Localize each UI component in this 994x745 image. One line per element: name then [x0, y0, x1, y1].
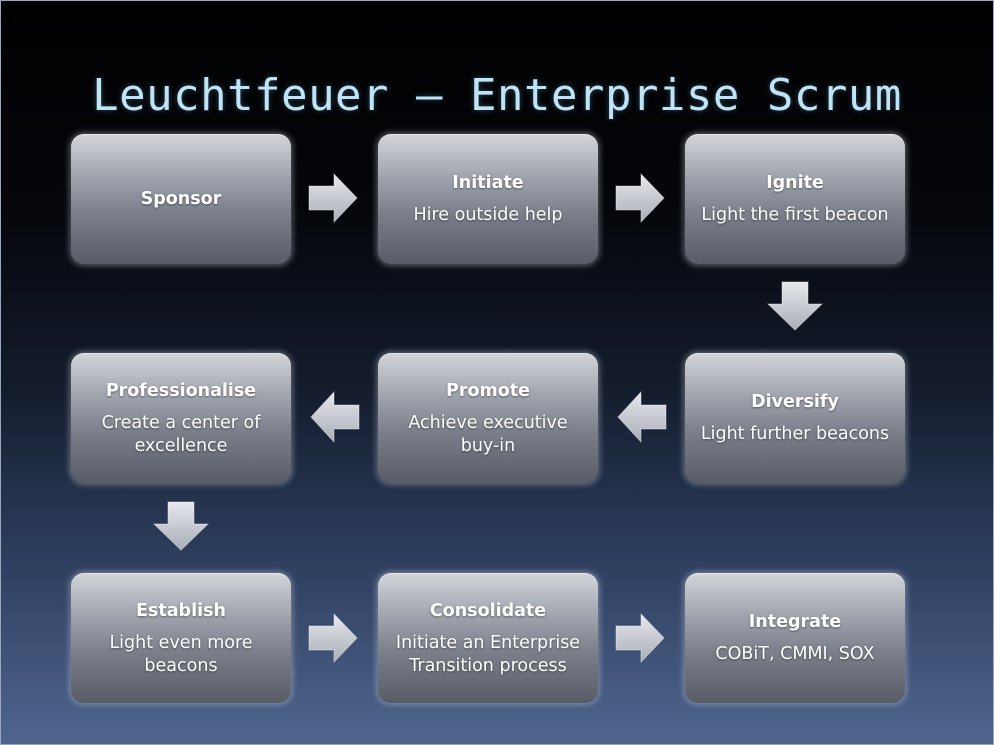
- step-title: Diversify: [751, 392, 839, 412]
- arrow-down-icon: [152, 501, 210, 551]
- step-description: Initiate an Enterprise Transition proces…: [395, 632, 581, 676]
- step-title: Promote: [446, 380, 530, 401]
- arrow-left-icon: [617, 390, 667, 444]
- step-title: Initiate: [452, 173, 524, 193]
- step-title: Sponsor: [140, 189, 222, 209]
- step-box-integrate: Integrate COBiT, CMMI, SOX: [685, 573, 905, 703]
- step-box-establish: Establish Light even more beacons: [71, 573, 291, 703]
- step-box-initiate: Initiate Hire outside help: [378, 134, 598, 264]
- step-description: Hire outside help: [413, 205, 563, 225]
- step-description: Light the first beacon: [701, 205, 889, 225]
- step-box-ignite: Ignite Light the first beacon: [685, 134, 905, 264]
- arrow-right-icon: [308, 172, 358, 224]
- step-box-sponsor: Sponsor: [71, 134, 291, 264]
- step-box-promote: Promote Achieve executive buy-in: [378, 353, 598, 483]
- step-description: Achieve executive buy-in: [408, 412, 568, 456]
- arrow-down-icon: [766, 281, 824, 331]
- step-description: Light further beacons: [700, 424, 890, 444]
- step-title: Establish: [136, 600, 226, 621]
- slide-title: Leuchtfeuer – Enterprise Scrum: [92, 70, 902, 121]
- arrow-right-icon: [615, 612, 665, 664]
- step-description: Create a center of excellence: [101, 412, 261, 456]
- step-box-diversify: Diversify Light further beacons: [685, 353, 905, 483]
- step-description: COBiT, CMMI, SOX: [715, 644, 875, 664]
- step-title: Integrate: [748, 612, 842, 632]
- arrow-left-icon: [310, 390, 360, 444]
- step-description: Light even more beacons: [109, 632, 253, 676]
- step-box-consolidate: Consolidate Initiate an Enterprise Trans…: [378, 573, 598, 703]
- arrow-right-icon: [615, 172, 665, 224]
- arrow-right-icon: [308, 612, 358, 664]
- step-title: Ignite: [766, 173, 824, 193]
- step-title: Consolidate: [429, 600, 547, 621]
- step-title: Professionalise: [105, 380, 257, 401]
- step-box-professionalise: Professionalise Create a center of excel…: [71, 353, 291, 483]
